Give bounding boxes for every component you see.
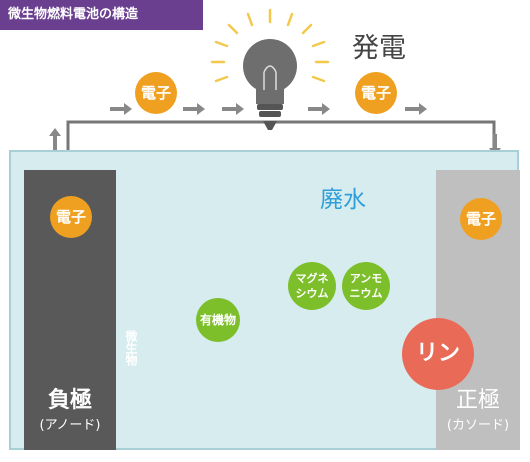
magnesium-label-line2: シウム [295,287,329,300]
electron-badge-anode: 電子 [50,196,92,238]
phosphorus-badge: リン [402,318,474,390]
wire-arrows [49,103,501,156]
diagram-title: 微生物燃料電池の構造 [0,0,203,30]
ammonium-label-line2: ニウム [349,287,383,300]
magnesium-label-line1: マグネ [295,272,329,285]
light-bulb-icon [243,39,297,130]
magnesium-badge: マグネ シウム [288,262,336,310]
power-generation-label: 発電 [352,33,406,64]
wastewater-label: 廃水 [320,187,366,213]
cathode-label: 正極 [455,388,500,413]
ammonium-label-line1: アンモ [349,272,383,285]
electron-badge-cathode: 電子 [460,198,502,240]
electron-badge-top-right: 電子 [355,72,397,114]
anode-label: 負極 [47,388,92,413]
ammonium-badge: アンモ ニウム [342,262,390,310]
electron-badge-top-left: 電子 [135,72,177,114]
organic-matter-badge: 有機物 [196,298,240,342]
light-rays [210,8,330,83]
microbe-label: 微生物 [124,330,138,366]
cathode-sublabel: (カソード) [446,418,510,433]
anode-sublabel: (アノード) [39,418,101,433]
anode-electrode: 負極 (アノード) [24,170,116,450]
